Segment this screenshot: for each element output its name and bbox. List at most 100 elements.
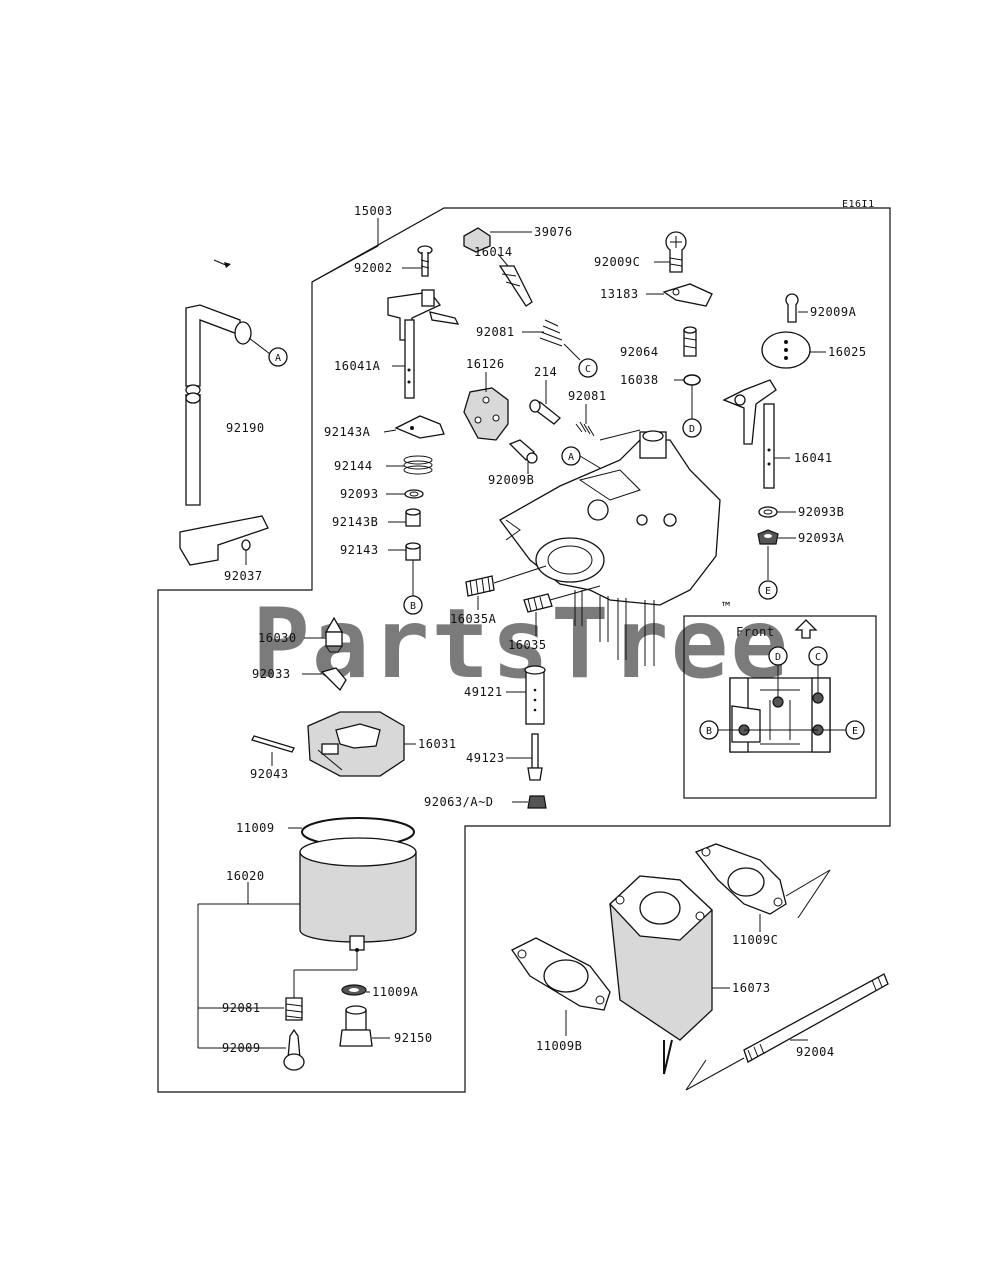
label-92033: 92033: [252, 667, 291, 681]
collar-92143: [405, 542, 421, 561]
label-16031: 16031: [418, 737, 457, 751]
label-15003: 15003: [354, 204, 393, 218]
spring-92144: [403, 455, 433, 475]
label-92093A: 92093A: [798, 531, 845, 545]
vent-tube-part: [185, 304, 252, 506]
label-16014: 16014: [474, 245, 513, 259]
label-16073: 16073: [732, 981, 771, 995]
label-92037: 92037: [224, 569, 263, 583]
assembly-outline: [157, 207, 891, 1093]
cap-39076: [463, 227, 491, 253]
carburetor-body: [499, 429, 721, 666]
callout-a-tube: A: [268, 347, 288, 367]
label-92093B: 92093B: [798, 505, 844, 519]
label-11009C: 11009C: [732, 933, 778, 947]
label-16038: 16038: [620, 373, 659, 387]
needle-16014: [498, 265, 533, 307]
label-92009B: 92009B: [488, 473, 534, 487]
label-11009: 11009: [236, 821, 275, 835]
svg-text:C: C: [585, 364, 591, 375]
label-49121: 49121: [464, 685, 503, 699]
front-arrow-icon: [794, 619, 818, 639]
oring-16038: [683, 374, 701, 386]
float-16031: [307, 711, 405, 777]
svg-text:C: C: [815, 652, 821, 663]
callout-inset-e: E: [845, 720, 865, 740]
screw-92009C: [665, 231, 687, 273]
svg-text:B: B: [410, 601, 416, 612]
svg-text:D: D: [689, 424, 695, 435]
spring-92081-lower: [285, 997, 303, 1021]
svg-text:B: B: [706, 726, 712, 737]
gasket-11009B: [511, 937, 611, 1011]
screw-92009: [283, 1028, 305, 1071]
label-39076: 39076: [534, 225, 573, 239]
svg-text:E: E: [852, 726, 858, 737]
collar-92143B: [405, 508, 421, 527]
clip-92033: [320, 667, 347, 692]
label-16030: 16030: [258, 631, 297, 645]
bolt-92150: [339, 1005, 373, 1047]
label-16035: 16035: [508, 638, 547, 652]
label-92143A: 92143A: [324, 425, 371, 439]
callout-inset-c: C: [808, 646, 828, 666]
label-92009: 92009: [222, 1041, 261, 1055]
label-92081-mid: 92081: [568, 389, 607, 403]
label-13183: 13183: [600, 287, 639, 301]
svg-text:A: A: [568, 452, 574, 463]
label-92081-upper: 92081: [476, 325, 515, 339]
screw-92009B: [508, 439, 538, 464]
label-92144: 92144: [334, 459, 373, 473]
callout-d-oring: D: [682, 418, 702, 438]
callout-inset-d: D: [768, 646, 788, 666]
washer-92093B: [758, 506, 778, 518]
label-16035A: 16035A: [450, 612, 497, 626]
label-11009A: 11009A: [372, 985, 419, 999]
label-49123: 49123: [466, 751, 505, 765]
callout-e-washer: E: [758, 580, 778, 600]
callout-b-collar: B: [403, 595, 423, 615]
small-pointer-arrow: [213, 259, 231, 268]
label-92081-lower: 92081: [222, 1001, 261, 1015]
tube-bracket-part: [179, 515, 269, 566]
spring-92081-mid: [575, 421, 595, 437]
label-92143: 92143: [340, 543, 379, 557]
bracket-13183: [662, 283, 713, 307]
screw-92064: [683, 326, 697, 357]
svg-text:A: A: [275, 353, 281, 364]
callout-c-spring: C: [578, 358, 598, 378]
pin-92043: [251, 735, 295, 753]
inset-title: Front: [736, 625, 775, 639]
screw-92002: [417, 245, 433, 277]
jet-16035A: [465, 575, 495, 597]
label-16020: 16020: [226, 869, 265, 883]
label-92002: 92002: [354, 261, 393, 275]
label-92004: 92004: [796, 1045, 835, 1059]
screw-92009A: [785, 293, 799, 323]
label-92064: 92064: [620, 345, 659, 359]
callout-inset-b: B: [699, 720, 719, 740]
inset-front-view-box: [683, 615, 877, 799]
pilot-jet-49123: [527, 733, 543, 781]
svg-text:E: E: [765, 586, 771, 597]
jet-16035: [523, 593, 553, 613]
spring-92081-upper: [539, 319, 563, 347]
diagram-code: E16I1: [842, 199, 875, 210]
plate-16025: [761, 331, 811, 369]
label-92190: 92190: [226, 421, 265, 435]
float-bowl-16020: [299, 837, 417, 952]
screw-214: [528, 399, 561, 425]
callout-a-body: A: [561, 446, 581, 466]
label-92143B: 92143B: [332, 515, 378, 529]
stud-92004: [743, 973, 889, 1063]
label-92150: 92150: [394, 1031, 433, 1045]
washer-11009A: [341, 984, 367, 996]
label-16025: 16025: [828, 345, 867, 359]
plate-16126: [463, 387, 509, 441]
watermark-trademark: ™: [722, 600, 730, 616]
washer-92093A: [757, 529, 779, 545]
plate-92143A: [394, 415, 445, 439]
bracket-leader-16020: [197, 903, 300, 1049]
